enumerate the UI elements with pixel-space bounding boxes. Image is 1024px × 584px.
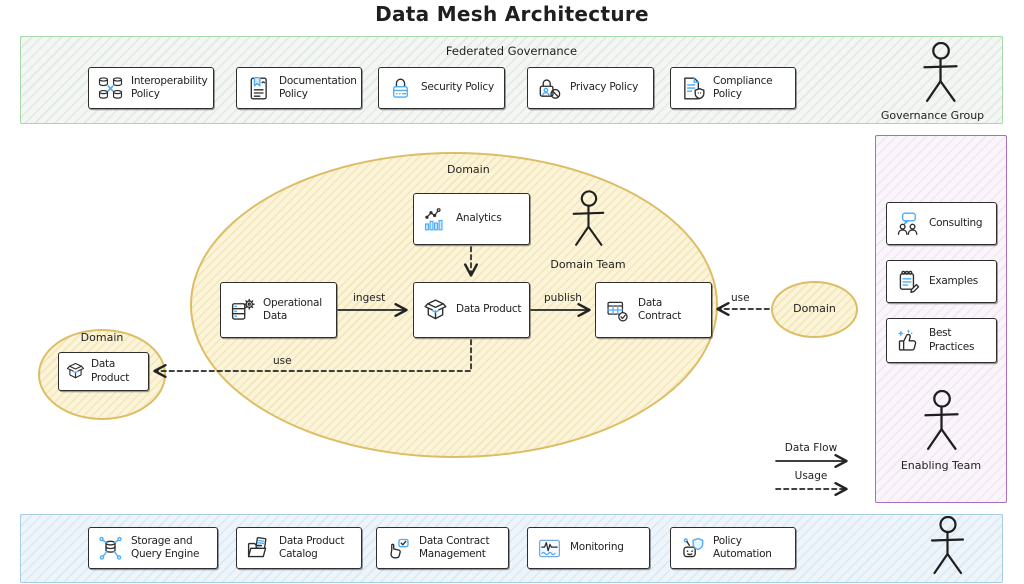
package-box-icon [422, 297, 449, 324]
document-bookmark-icon [245, 75, 272, 102]
hand-checkbox-icon [385, 535, 412, 562]
node-compliance-policy: Compliance Policy [670, 67, 796, 109]
node-label: Security Policy [421, 81, 494, 94]
lock-icon [387, 75, 414, 102]
node-label: Documentation Policy [279, 74, 357, 100]
node-interoperability-policy: Interoperability Policy [88, 67, 214, 109]
enabling-team-label: Enabling Team [900, 459, 982, 472]
node-security-policy: Security Policy [378, 67, 505, 109]
node-label: Data Contract Management [419, 534, 490, 560]
enabling-team-figure [918, 390, 964, 454]
governance-group-label: Governance Group [880, 109, 985, 122]
node-label: Best Practices [929, 327, 975, 353]
database-gear-icon [229, 297, 256, 324]
node-label: Privacy Policy [570, 81, 639, 94]
lock-user-icon [536, 75, 563, 102]
node-storage-query-engine: Storage and Query Engine [88, 527, 218, 569]
legend-data-flow-label: Data Flow [784, 442, 838, 454]
node-data-contract-management: Data Contract Management [376, 527, 509, 569]
node-data-product-left: Data Product [58, 352, 149, 391]
node-label: Storage and Query Engine [131, 534, 200, 560]
right-domain-label: Domain [793, 302, 836, 315]
use-left-arrow-label: use [273, 355, 292, 367]
governance-group-figure [917, 42, 963, 106]
governance-band-label: Federated Governance [445, 44, 578, 58]
node-policy-automation: Policy Automation [670, 527, 796, 569]
publish-arrow-label: publish [544, 292, 582, 304]
waveform-icon [536, 535, 563, 562]
domain-team-figure [567, 190, 609, 250]
node-label: Monitoring [570, 541, 624, 554]
node-label: Data Product [456, 303, 522, 316]
node-consulting: Consulting [886, 202, 997, 245]
node-label: Data Product Catalog [279, 534, 345, 560]
document-shield-icon [679, 75, 706, 102]
node-operational-data: Operational Data [220, 282, 337, 338]
ingest-arrow-label: ingest [353, 292, 386, 304]
node-label: Data Contract [638, 296, 682, 322]
database-network-icon [97, 535, 124, 562]
thumbs-up-sparkle-icon [895, 327, 922, 354]
stick-figure-icon [930, 516, 965, 575]
node-label: Data Product [91, 358, 130, 384]
node-data-contract: Data Contract [595, 282, 712, 338]
notepad-pencil-icon [895, 268, 922, 295]
left-domain-label: Domain [80, 331, 124, 344]
table-check-icon [604, 297, 631, 324]
node-analytics: Analytics [413, 193, 530, 245]
node-best-practices: Best Practices [886, 318, 997, 363]
main-domain-label: Domain [447, 163, 490, 176]
package-box-icon [65, 361, 86, 382]
databases-sync-icon [97, 75, 124, 102]
right-domain-ellipse [771, 281, 858, 338]
platform-team-figure [925, 516, 969, 578]
node-examples: Examples [886, 260, 997, 303]
domain-team-label: Domain Team [550, 258, 626, 271]
folder-documents-icon [245, 535, 272, 562]
node-monitoring: Monitoring [527, 527, 650, 569]
legend-usage-label: Usage [794, 470, 828, 482]
robot-shield-icon [679, 535, 706, 562]
node-label: Analytics [456, 212, 502, 225]
node-label: Operational Data [263, 296, 322, 322]
page-title: Data Mesh Architecture [375, 2, 649, 26]
analytics-chart-icon [422, 206, 449, 233]
node-data-product: Data Product [413, 282, 530, 338]
stick-figure-icon [923, 42, 958, 102]
federated-governance-band: Federated Governance [20, 36, 1003, 124]
stick-figure-icon [924, 390, 959, 450]
use-right-arrow-label: use [731, 292, 750, 304]
node-label: Examples [929, 274, 979, 287]
node-label: Interoperability Policy [131, 74, 208, 100]
people-chat-icon [895, 210, 922, 237]
node-label: Compliance Policy [713, 74, 773, 100]
stick-figure-icon [572, 190, 605, 246]
node-privacy-policy: Privacy Policy [527, 67, 654, 109]
node-label: Policy Automation [713, 534, 772, 560]
node-documentation-policy: Documentation Policy [236, 67, 362, 109]
node-data-product-catalog: Data Product Catalog [236, 527, 362, 569]
node-label: Consulting [929, 216, 983, 229]
